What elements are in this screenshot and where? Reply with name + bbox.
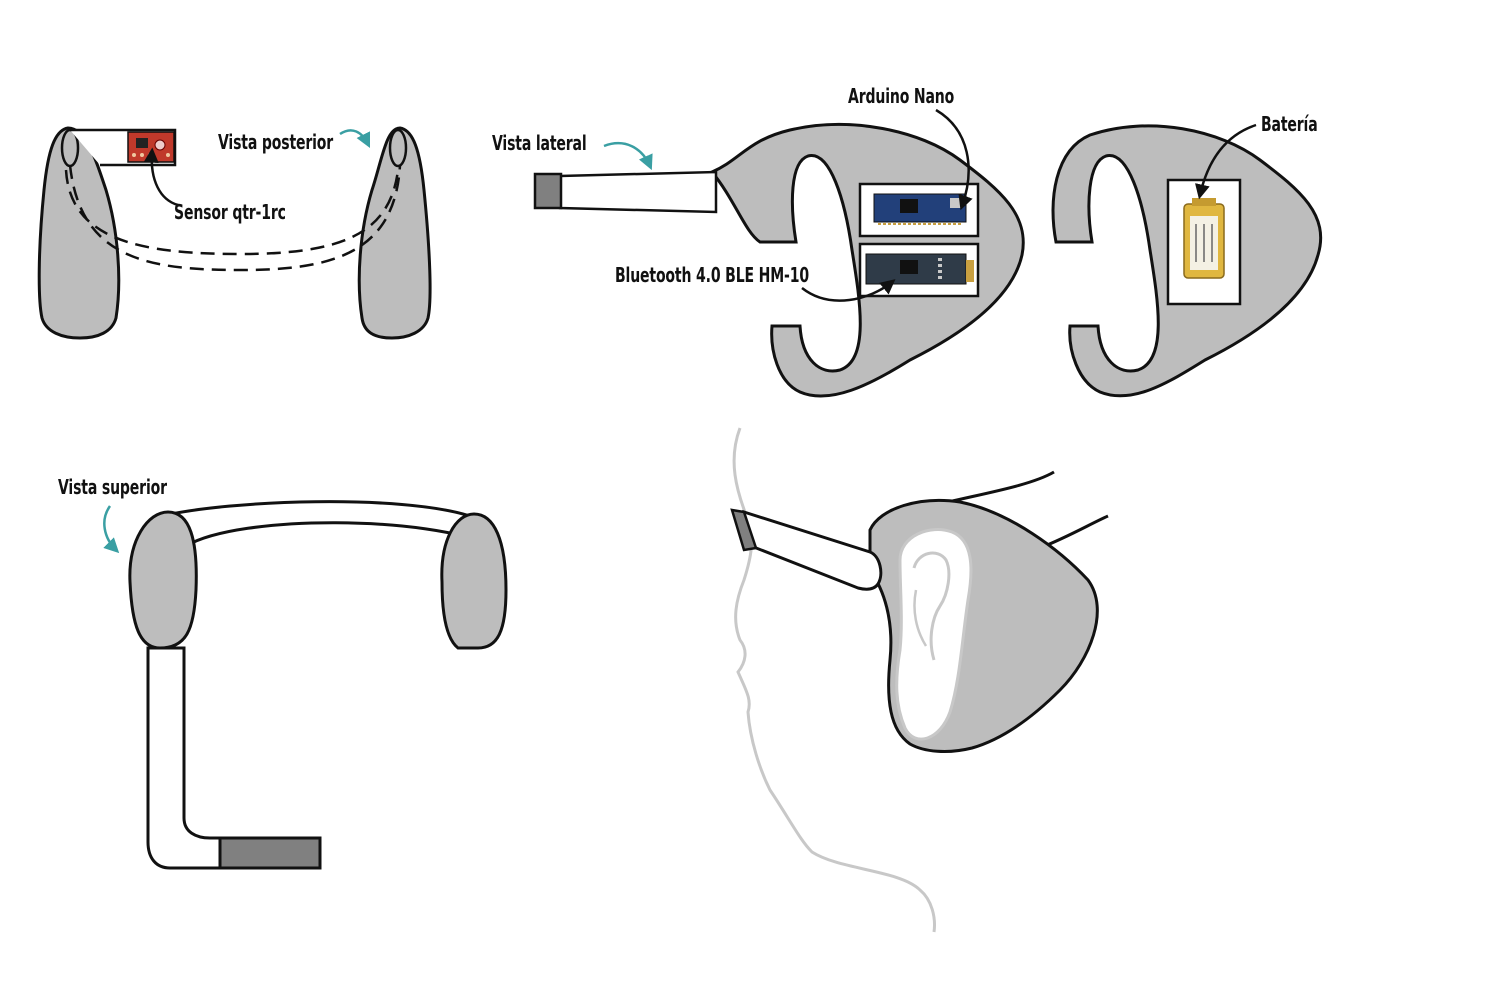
head-device-arm [744,512,881,589]
rear-right-earpiece [359,128,430,338]
label-vista-lateral: Vista lateral [492,131,586,155]
vista-posterior-arrow [340,130,368,144]
top-headband [162,502,492,546]
hair-line-lower [1040,516,1108,548]
top-boom-arm [148,648,222,868]
side-arm-tip [535,174,561,208]
bluetooth-module [860,244,978,296]
top-view-group [104,502,506,868]
arduino-nano-module [860,184,978,236]
label-arduino-nano: Arduino Nano [848,84,954,108]
label-vista-superior: Vista superior [58,475,167,499]
battery-cell [1184,198,1224,278]
rear-view-group [39,128,430,338]
head-profile-group [732,428,1108,932]
label-bluetooth: Bluetooth 4.0 BLE HM-10 [615,263,809,287]
battery-view-group [1053,125,1321,396]
top-right-earcup [442,514,506,648]
label-bateria: Batería [1261,112,1318,136]
label-sensor: Sensor qtr-1rc [174,200,286,224]
hair-line-upper [940,472,1054,504]
top-left-earcup [130,512,196,648]
label-vista-posterior: Vista posterior [218,130,333,154]
side-view-group [535,110,1023,396]
vista-lateral-arrow [604,143,650,166]
top-boom-tip [220,838,320,868]
vista-superior-arrow [104,506,116,550]
side-arm [560,172,716,212]
